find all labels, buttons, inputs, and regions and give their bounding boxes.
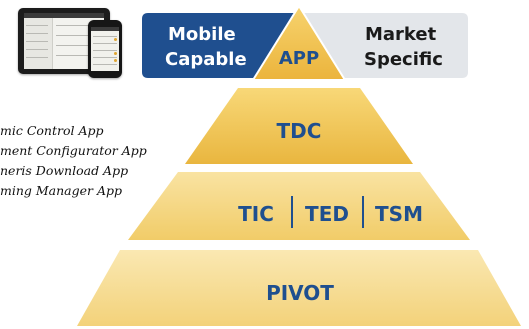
- tsm-label: TSM: [375, 202, 423, 226]
- capable-label: Market: [365, 24, 437, 45]
- app-label: APP: [279, 48, 319, 69]
- app-list-item: neris Download App: [0, 163, 129, 178]
- tdc-tier: [185, 88, 413, 164]
- phone-icon: [88, 20, 122, 78]
- devices-illustration: [18, 6, 130, 78]
- tdc-label: TDC: [277, 119, 322, 143]
- tic-label: TIC: [238, 202, 274, 226]
- pivot-tier: [77, 250, 521, 326]
- mobile-capable-panel: [142, 13, 302, 78]
- app-triangle: [251, 4, 347, 81]
- app-list-item: ment Configurator App: [0, 143, 147, 158]
- tic-ted-tsm-tier: [128, 172, 470, 240]
- mobile-label: Mobile: [168, 24, 236, 45]
- ted-label: TED: [305, 202, 349, 226]
- capable-label-line2: Capable: [165, 49, 247, 70]
- app-list-item: ming Manager App: [0, 183, 123, 198]
- pivot-label: PIVOT: [266, 281, 334, 305]
- specific-label: Specific: [364, 49, 443, 70]
- app-list-item: mic Control App: [0, 123, 104, 138]
- market-specific-panel: [298, 13, 468, 78]
- app-list: mic Control App ment Configurator App ne…: [0, 121, 200, 201]
